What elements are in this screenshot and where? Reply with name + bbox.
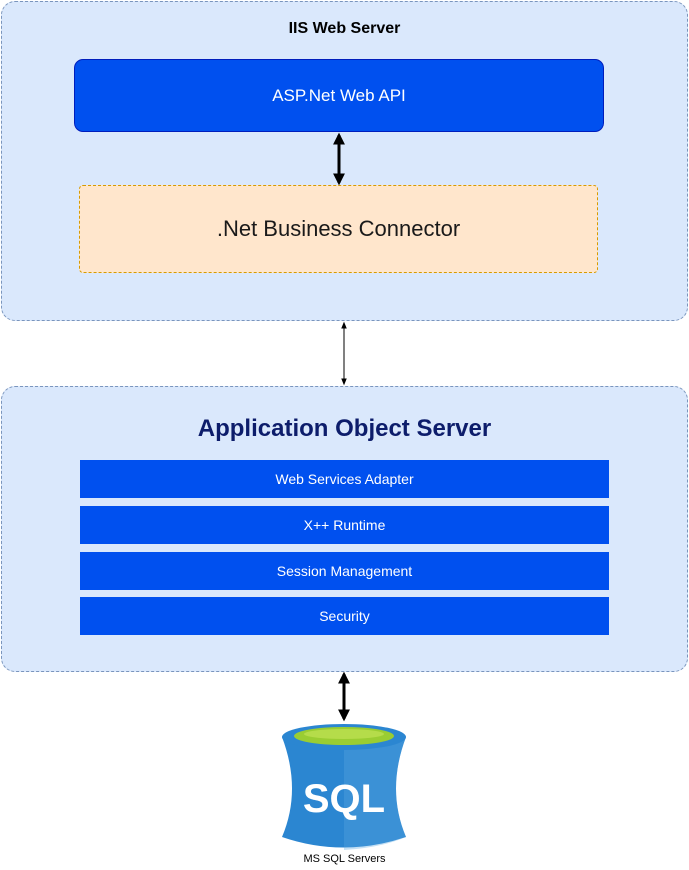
layer-label: X++ Runtime (303, 517, 386, 533)
asp-net-web-api-box: ASP.Net Web API (74, 59, 604, 132)
sql-database-icon: SQL (282, 724, 406, 850)
layer-security: Security (80, 597, 609, 635)
net-business-connector-label: .Net Business Connector (216, 216, 461, 241)
iis-web-server-title: IIS Web Server (288, 20, 401, 37)
layer-label: Security (319, 608, 370, 624)
sql-icon-label: SQL (303, 777, 385, 821)
layer-web-services-adapter: Web Services Adapter (80, 460, 609, 498)
asp-net-web-api-label: ASP.Net Web API (272, 85, 406, 105)
net-business-connector-box: .Net Business Connector (79, 185, 598, 273)
layer-xpp-runtime: X++ Runtime (80, 506, 609, 544)
sql-server-caption: MS SQL Servers (303, 853, 386, 865)
layer-label: Session Management (276, 563, 413, 579)
layer-session-management: Session Management (80, 552, 609, 590)
layer-label: Web Services Adapter (275, 471, 414, 487)
application-object-server-title: Application Object Server (197, 415, 492, 442)
iis-web-server-container: IIS Web Server (1, 1, 688, 321)
